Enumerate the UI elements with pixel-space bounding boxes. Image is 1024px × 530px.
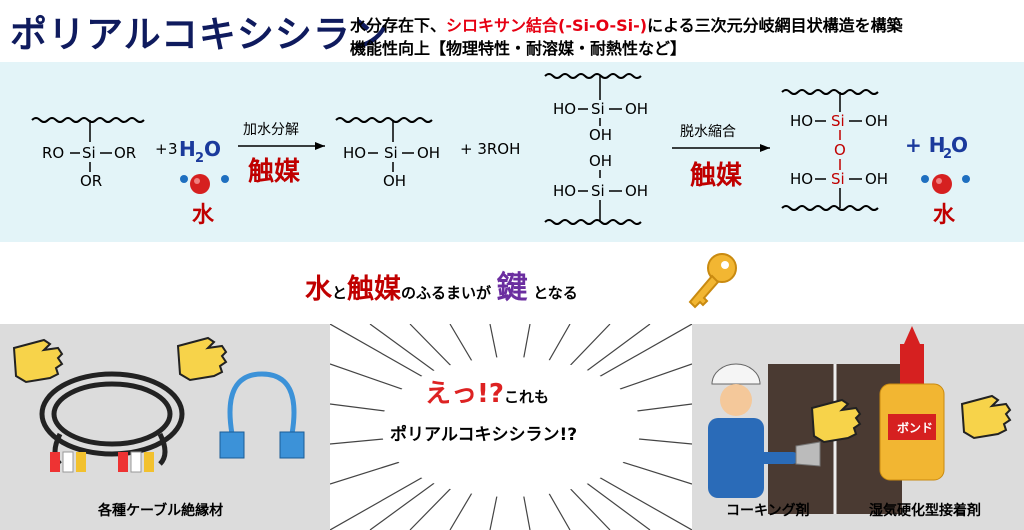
pointing-hand-icon bbox=[12, 338, 64, 384]
pointing-hand-icon bbox=[810, 398, 862, 444]
cable-caption: 各種ケーブル絶縁材 bbox=[98, 503, 224, 519]
ho-label: HO bbox=[553, 182, 576, 200]
bridging-o-label: O bbox=[834, 141, 846, 159]
ro-label: RO bbox=[42, 144, 64, 162]
msg-key: 鍵 bbox=[496, 270, 528, 306]
lan-cable-icon bbox=[219, 371, 305, 459]
reaction-band: RO Si OR OR + 3 H 2 O 水 加水分解 触媒 HO Si OH… bbox=[0, 62, 1024, 242]
desc-suffix: による三次元分岐網目状構造を構築 bbox=[647, 16, 903, 35]
hydrolysis-label: 加水分解 bbox=[243, 122, 299, 138]
msg-catalyst: 触媒 bbox=[347, 274, 402, 305]
water-h: H bbox=[179, 137, 196, 161]
key-icon bbox=[688, 253, 737, 309]
ho-label: HO bbox=[553, 100, 576, 118]
bond-label: ボンド bbox=[897, 420, 933, 435]
surprise-small: これも bbox=[503, 388, 549, 406]
si-label: Si bbox=[82, 144, 96, 162]
oh-label-bottom: OH bbox=[383, 172, 406, 190]
water-subscript: 2 bbox=[195, 151, 204, 166]
description-line-2: 機能性向上【物理特性・耐溶媒・耐熱性など】 bbox=[350, 39, 687, 58]
catalyst-label: 触媒 bbox=[248, 157, 301, 187]
ho-label: HO bbox=[790, 170, 813, 188]
plus-sign: + bbox=[155, 140, 168, 158]
polymer-chain bbox=[31, 117, 145, 123]
water-o: O bbox=[204, 137, 221, 161]
si-label: Si bbox=[831, 112, 845, 130]
msg-end: となる bbox=[533, 284, 578, 302]
water-label: 水 bbox=[192, 203, 215, 228]
msg-water: 水 bbox=[305, 274, 332, 305]
bond-caption: 湿気硬化型接着剤 bbox=[869, 503, 981, 519]
si-label: Si bbox=[831, 170, 845, 188]
catalyst-label: 触媒 bbox=[690, 161, 743, 191]
pointing-hand-icon bbox=[176, 336, 228, 382]
applications-illustration: ボンド bbox=[708, 326, 1012, 514]
cable-icon bbox=[39, 371, 185, 473]
surprise-title: ポリアルコキシシラン!? bbox=[390, 425, 578, 445]
si-label: Si bbox=[591, 100, 605, 118]
surprise-main: えっ!? bbox=[425, 379, 504, 409]
oh-label: OH bbox=[589, 126, 612, 144]
worker-icon bbox=[708, 363, 821, 498]
oh-label: OH bbox=[865, 170, 888, 188]
cable-illustration bbox=[12, 336, 305, 473]
caulk-caption: コーキング剤 bbox=[726, 503, 810, 519]
ho-label: HO bbox=[790, 112, 813, 130]
water-label: 水 bbox=[933, 203, 956, 228]
speed-lines bbox=[330, 324, 692, 530]
description-line-1: 水分存在下、シロキサン結合(-Si-O-Si-)による三次元分岐網目状構造を構築 bbox=[350, 12, 903, 36]
water-h: + H bbox=[905, 133, 945, 157]
polymer-chain bbox=[544, 219, 642, 225]
roh-byproduct: + 3ROH bbox=[460, 140, 520, 158]
water-molecule-icon bbox=[921, 174, 970, 194]
desc-siloxane: シロキサン結合(-Si-O-Si-) bbox=[446, 16, 648, 35]
si-label: Si bbox=[591, 182, 605, 200]
polymer-chain bbox=[544, 73, 642, 79]
msg-mid: のふるまいが bbox=[401, 284, 492, 302]
page-title: ポリアルコキシシラン bbox=[10, 13, 389, 56]
pointing-hand-icon bbox=[960, 394, 1012, 440]
water-molecule-icon bbox=[180, 174, 229, 194]
polymer-chain bbox=[335, 117, 433, 123]
oh-label: OH bbox=[625, 182, 648, 200]
water-subscript: 2 bbox=[943, 147, 952, 162]
ho-label: HO bbox=[343, 144, 366, 162]
si-label: Si bbox=[384, 144, 398, 162]
surprise-panel bbox=[330, 324, 692, 530]
desc-prefix: 水分存在下、 bbox=[350, 16, 447, 35]
key-message: 水と触媒のふるまいが 鍵 となる bbox=[305, 262, 578, 307]
msg-to: と bbox=[332, 284, 348, 302]
oh-label: OH bbox=[865, 112, 888, 130]
surprise-text: えっ!?これも bbox=[425, 373, 549, 410]
bond-bottle-icon bbox=[879, 326, 945, 481]
or-label: OR bbox=[114, 144, 136, 162]
oh-label: OH bbox=[625, 100, 648, 118]
water-coefficient: 3 bbox=[168, 140, 178, 158]
or-label-bottom: OR bbox=[80, 172, 102, 190]
water-o: O bbox=[951, 133, 968, 157]
condensation-label: 脱水縮合 bbox=[680, 124, 736, 140]
polymer-chain bbox=[781, 205, 879, 211]
oh-label: OH bbox=[417, 144, 440, 162]
polymer-chain bbox=[781, 89, 879, 95]
oh-label: OH bbox=[589, 152, 612, 170]
reaction-diagram: RO Si OR OR + 3 H 2 O 水 加水分解 触媒 HO Si OH… bbox=[31, 73, 970, 228]
